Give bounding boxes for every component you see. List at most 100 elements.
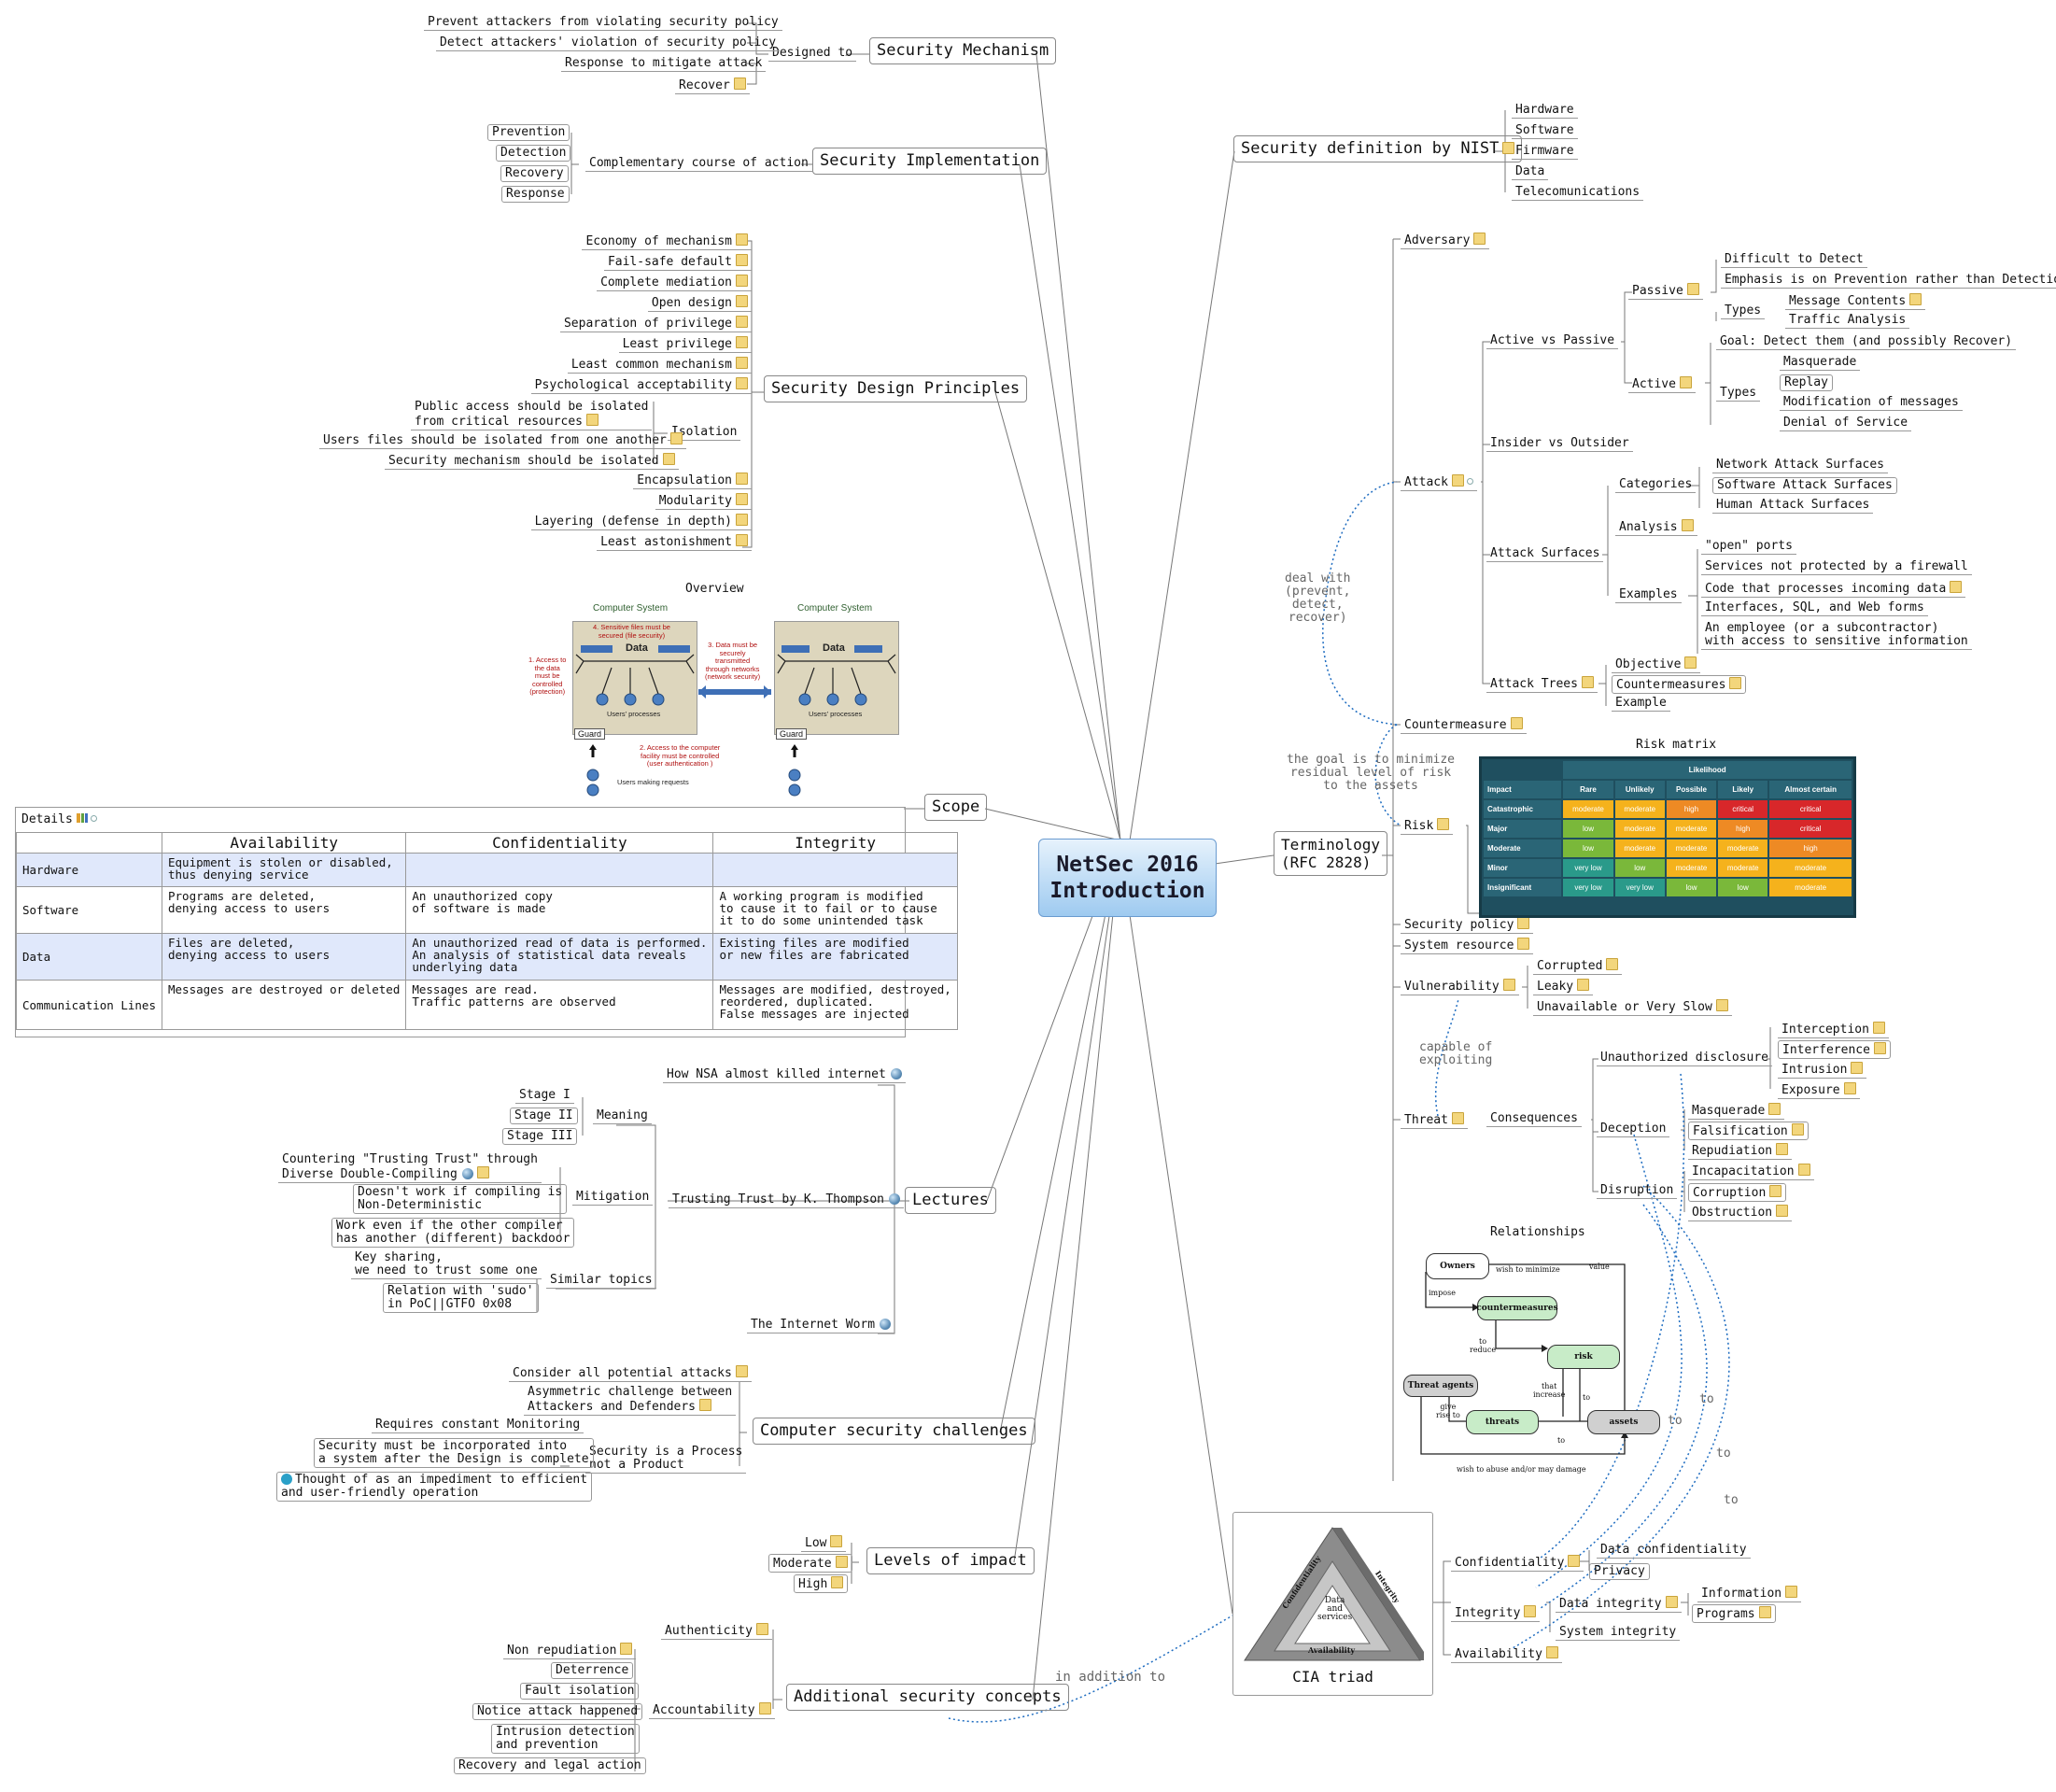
- note-icon[interactable]: [669, 432, 683, 444]
- note-icon[interactable]: [476, 1166, 489, 1178]
- lecture-nsa[interactable]: How NSA almost killed internet: [663, 1067, 906, 1083]
- countermeasure-node[interactable]: Countermeasure: [1401, 716, 1527, 734]
- example-item[interactable]: Interfaces, SQL, and Web forms: [1701, 600, 1928, 616]
- principle-item[interactable]: Modularity: [655, 492, 752, 510]
- process-item[interactable]: Requires constant Monitoring: [372, 1418, 584, 1433]
- principle-item[interactable]: Economy of mechanism: [582, 233, 752, 250]
- di-item[interactable]: Information: [1697, 1585, 1802, 1602]
- active-type[interactable]: Modification of messages: [1780, 395, 1963, 411]
- accountability-item[interactable]: Deterrence: [551, 1662, 634, 1679]
- note-icon[interactable]: [1502, 142, 1515, 154]
- system-resource-node[interactable]: System resource: [1401, 937, 1534, 954]
- principle-item[interactable]: Separation of privilege: [559, 315, 752, 332]
- isolation-item[interactable]: Security mechanism should be isolated: [385, 452, 679, 470]
- stage-item[interactable]: Stage III: [502, 1128, 578, 1145]
- disclosure-item[interactable]: Exposure: [1778, 1081, 1860, 1099]
- mitigation-item[interactable]: Doesn't work if compiling is Non-Determi…: [353, 1184, 568, 1214]
- meaning-node[interactable]: Meaning: [593, 1108, 652, 1124]
- topic-computer-security-challenges[interactable]: Computer security challenges: [753, 1418, 1035, 1445]
- note-icon[interactable]: [1437, 818, 1450, 830]
- collapse-icon[interactable]: [1466, 478, 1473, 485]
- nist-item[interactable]: Telecomunications: [1512, 185, 1644, 201]
- accountability-item[interactable]: Non repudiation: [503, 1642, 637, 1659]
- topic-security-design-principles[interactable]: Security Design Principles: [764, 375, 1028, 402]
- note-icon[interactable]: [1769, 1185, 1782, 1197]
- example-item[interactable]: "open" ports: [1701, 539, 1796, 555]
- note-icon[interactable]: [1776, 1143, 1789, 1155]
- note-icon[interactable]: [1950, 581, 1963, 593]
- note-icon[interactable]: [1785, 1586, 1798, 1598]
- principle-item[interactable]: Open design: [647, 294, 752, 312]
- note-icon[interactable]: [830, 1535, 843, 1547]
- authenticity-node[interactable]: Authenticity: [661, 1622, 772, 1640]
- designed-to[interactable]: Designed to: [768, 46, 857, 62]
- active-vs-passive[interactable]: Active vs Passive: [1486, 333, 1619, 349]
- note-icon[interactable]: [586, 414, 599, 426]
- deception-item[interactable]: Falsification: [1688, 1122, 1809, 1140]
- impact-item[interactable]: Moderate: [768, 1554, 852, 1573]
- principle-item[interactable]: Least common mechanism: [567, 356, 752, 374]
- note-icon[interactable]: [736, 514, 748, 526]
- isolation-item[interactable]: Users files should be isolated from one …: [319, 431, 686, 449]
- stage-item[interactable]: Stage II: [510, 1108, 578, 1124]
- insider-vs-outsider[interactable]: Insider vs Outsider: [1486, 436, 1633, 452]
- note-icon[interactable]: [736, 254, 748, 266]
- consequences-node[interactable]: Consequences: [1486, 1111, 1582, 1127]
- topic-security-definition-nist[interactable]: Security definition by NIST: [1233, 135, 1523, 162]
- disruption-node[interactable]: Disruption: [1597, 1183, 1678, 1199]
- note-icon[interactable]: [1451, 1112, 1464, 1124]
- category-item[interactable]: Software Attack Surfaces: [1712, 477, 1897, 494]
- principle-item[interactable]: Layering (defense in depth): [530, 513, 752, 530]
- active-goal[interactable]: Goal: Detect them (and possibly Recover): [1716, 334, 2017, 350]
- note-icon[interactable]: [1517, 917, 1530, 929]
- note-icon[interactable]: [1681, 519, 1694, 531]
- note-icon[interactable]: [735, 1365, 748, 1377]
- lecture-internet-worm[interactable]: The Internet Worm: [747, 1318, 895, 1333]
- note-icon[interactable]: [1729, 677, 1742, 689]
- passive-node[interactable]: Passive: [1628, 282, 1703, 300]
- note-icon[interactable]: [662, 453, 675, 465]
- implementation-item[interactable]: Prevention: [487, 124, 570, 141]
- passive-item[interactable]: Emphasis is on Prevention rather than De…: [1721, 273, 2056, 289]
- note-icon[interactable]: [736, 233, 748, 246]
- complementary-course[interactable]: Complementary course of action: [585, 156, 812, 172]
- cia-integrity[interactable]: Integrity: [1451, 1604, 1541, 1622]
- threat-node[interactable]: Threat: [1401, 1111, 1468, 1129]
- topic-security-mechanism[interactable]: Security Mechanism: [869, 37, 1057, 64]
- mitigation-item[interactable]: Work even if the other compiler has anot…: [331, 1218, 575, 1248]
- similar-item[interactable]: Relation with 'sudo' in PoC||GTFO 0x08: [383, 1283, 539, 1313]
- note-icon[interactable]: [1776, 1205, 1789, 1217]
- system-integrity-node[interactable]: System integrity: [1556, 1625, 1681, 1641]
- similar-item[interactable]: Key sharing, we need to trust some one: [351, 1250, 542, 1279]
- note-icon[interactable]: [1517, 938, 1530, 950]
- impact-item[interactable]: High: [794, 1574, 849, 1593]
- note-icon[interactable]: [620, 1643, 633, 1655]
- similar-topics-node[interactable]: Similar topics: [546, 1273, 656, 1289]
- accountability-item[interactable]: Fault isolation: [520, 1683, 640, 1700]
- data-integrity-node[interactable]: Data integrity: [1556, 1595, 1682, 1613]
- cia-triad-box[interactable]: Data and services Confidentiality Integr…: [1232, 1512, 1433, 1696]
- principle-item[interactable]: Complete mediation: [597, 274, 752, 291]
- details-table-panel[interactable]: Details Availability Confidentiality Int…: [15, 807, 958, 1037]
- note-icon[interactable]: [1851, 1062, 1864, 1074]
- nist-item[interactable]: Hardware: [1512, 103, 1578, 119]
- active-type[interactable]: Denial of Service: [1780, 416, 1912, 431]
- note-icon[interactable]: [1909, 293, 1922, 305]
- active-type[interactable]: Masquerade: [1780, 355, 1861, 371]
- risk-node[interactable]: Risk: [1401, 817, 1454, 835]
- note-icon[interactable]: [835, 1556, 848, 1568]
- vuln-item[interactable]: Leaky: [1533, 978, 1594, 995]
- disclosure-item[interactable]: Intrusion: [1778, 1061, 1867, 1079]
- vuln-item[interactable]: Unavailable or Very Slow: [1533, 998, 1732, 1016]
- mechanism-item[interactable]: Prevent attackers from violating securit…: [424, 15, 782, 31]
- disruption-item[interactable]: Obstruction: [1688, 1204, 1793, 1221]
- security-policy-node[interactable]: Security policy: [1401, 916, 1534, 934]
- tree-item[interactable]: Objective: [1612, 656, 1701, 673]
- note-icon[interactable]: [1686, 283, 1699, 295]
- note-icon[interactable]: [1768, 1103, 1781, 1115]
- note-icon[interactable]: [736, 336, 748, 348]
- tree-item[interactable]: Countermeasures: [1612, 675, 1747, 694]
- note-icon[interactable]: [733, 78, 746, 90]
- link-icon[interactable]: [461, 1168, 473, 1179]
